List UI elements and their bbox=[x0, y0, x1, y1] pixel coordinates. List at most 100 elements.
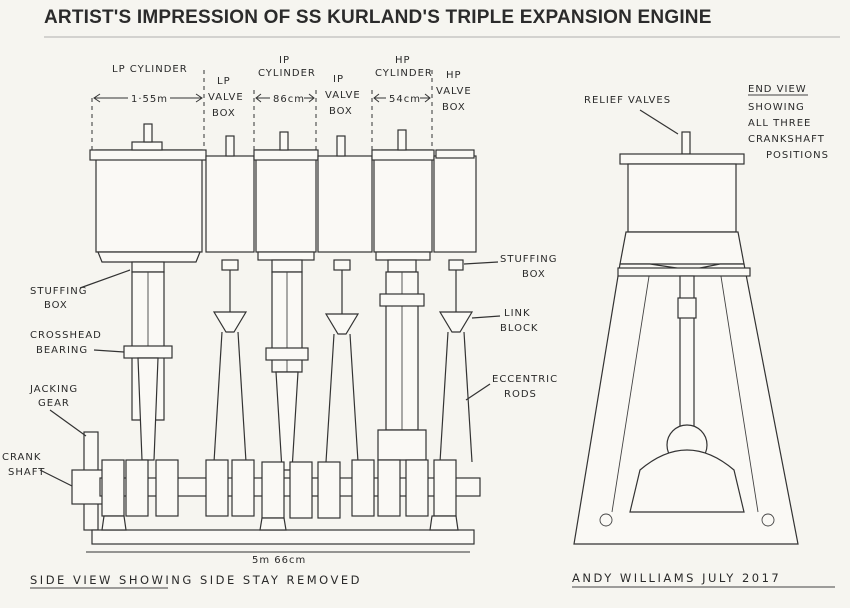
bedplate-foot bbox=[259, 517, 287, 531]
ip-eccentric-rod bbox=[325, 333, 335, 463]
bedplate bbox=[91, 529, 475, 545]
hp-valve-box-label: VALVE bbox=[436, 86, 472, 97]
leader-line bbox=[639, 109, 679, 135]
crank-web bbox=[231, 459, 255, 517]
hp-cylinder-label: CYLINDER bbox=[375, 68, 433, 79]
hp-cylinder-cover bbox=[371, 149, 435, 161]
ip-valve-box bbox=[317, 155, 373, 253]
ip-cylinder-dimension: 86cm bbox=[273, 94, 305, 105]
leader-line bbox=[463, 261, 499, 265]
ip-stuffing-box bbox=[271, 259, 303, 273]
crank-web bbox=[155, 459, 179, 517]
bedplate-foot bbox=[429, 515, 459, 531]
end-crosshead bbox=[677, 297, 697, 319]
crank-web bbox=[317, 461, 341, 519]
end-crank-webs bbox=[629, 449, 745, 513]
end-frame-inner-edge bbox=[611, 269, 759, 513]
crank-web bbox=[261, 461, 285, 519]
dim-arrowhead bbox=[195, 93, 203, 103]
lp-valve-stuffing-box bbox=[221, 259, 239, 271]
side-view: 1·55m 86cm 54cm LP CYLINDER LP VALVE BOX… bbox=[2, 55, 558, 566]
ip-link-block bbox=[324, 313, 360, 335]
lp-stuffing-box bbox=[131, 261, 165, 273]
hp-valve-box-label: HP bbox=[446, 70, 462, 81]
lp-eccentric-rod bbox=[213, 331, 223, 463]
hp-eccentric-rod bbox=[463, 331, 473, 463]
hp-relief-valve bbox=[397, 129, 407, 151]
crank-web bbox=[377, 459, 401, 517]
lp-valve-box-label: VALVE bbox=[208, 92, 244, 103]
end-cylinder bbox=[627, 163, 737, 233]
lp-connecting-rod bbox=[137, 357, 159, 461]
leader-line bbox=[465, 383, 491, 401]
ip-eccentric-rod bbox=[349, 333, 359, 463]
link-block-label: BLOCK bbox=[500, 323, 539, 334]
lp-valve-box-label: BOX bbox=[212, 108, 236, 119]
crank-web bbox=[405, 459, 429, 517]
ip-valve-box-label: BOX bbox=[329, 106, 353, 117]
ip-cylinder-base bbox=[257, 251, 315, 261]
eccentric-rods-label: ECCENTRIC bbox=[492, 374, 558, 385]
crank-web bbox=[101, 459, 125, 517]
hp-crosshead-bearing bbox=[379, 293, 425, 307]
lp-valve-box bbox=[205, 155, 255, 253]
crank-shaft-label: SHAFT bbox=[8, 467, 45, 478]
leader-line bbox=[39, 469, 73, 487]
lp-crosshead-bearing bbox=[123, 345, 173, 359]
stuffing-box-label: STUFFING bbox=[30, 286, 87, 297]
artist-signature: ANDY WILLIAMS JULY 2017 bbox=[572, 571, 781, 585]
leader-line bbox=[49, 409, 87, 437]
overall-length-dimension: 5m 66cm bbox=[252, 555, 306, 566]
ip-relief-valve bbox=[279, 131, 289, 151]
hp-cylinder-dimension: 54cm bbox=[389, 94, 421, 105]
end-bolt-hole bbox=[599, 513, 613, 527]
end-relief-valve bbox=[681, 131, 691, 155]
hp-cylinder-base bbox=[375, 251, 431, 261]
side-view-caption: SIDE VIEW SHOWING SIDE STAY REMOVED bbox=[30, 573, 362, 587]
hp-valve-stuffing-box bbox=[448, 259, 464, 271]
end-frame-crossbar bbox=[617, 267, 751, 277]
stuffing-box-label: BOX bbox=[44, 300, 68, 311]
ip-cylinder-label: CYLINDER bbox=[258, 68, 316, 79]
crank-web bbox=[433, 459, 457, 517]
lp-relief-valve bbox=[143, 123, 153, 143]
leader-line bbox=[93, 349, 125, 353]
end-view-note: SHOWING bbox=[748, 102, 805, 113]
jacking-gear-label: JACKING bbox=[29, 384, 78, 395]
lp-cylinder bbox=[95, 149, 203, 253]
stuffing-box-label: STUFFING bbox=[500, 254, 557, 265]
ip-valve-spindle bbox=[336, 135, 346, 157]
dim-arrowhead bbox=[255, 93, 262, 103]
hp-cylinder bbox=[373, 149, 433, 253]
end-view-note: CRANKSHAFT bbox=[748, 134, 825, 145]
crank-web bbox=[351, 459, 375, 517]
link-block-label: LINK bbox=[504, 308, 531, 319]
crank-shaft-label: CRANK bbox=[2, 452, 41, 463]
stuffing-box-label: BOX bbox=[522, 269, 546, 280]
lp-cylinder-dimension: 1·55m bbox=[131, 94, 168, 105]
hp-valve-box-label: BOX bbox=[442, 102, 466, 113]
ip-valve-stuffing-box bbox=[333, 259, 351, 271]
ip-connecting-rod bbox=[275, 371, 299, 471]
dim-arrowhead bbox=[308, 93, 315, 103]
jacking-gear-label: GEAR bbox=[38, 398, 70, 409]
lp-cylinder-label: LP CYLINDER bbox=[112, 64, 188, 75]
end-view-note: END VIEW bbox=[748, 84, 807, 95]
hp-valve-box-cover bbox=[435, 149, 475, 159]
ip-valve-box-label: VALVE bbox=[325, 90, 361, 101]
end-view-note: ALL THREE bbox=[748, 118, 811, 129]
end-cylinder-cover bbox=[619, 153, 745, 165]
hp-cylinder-label: HP bbox=[395, 55, 411, 66]
ip-cylinder-cover bbox=[253, 149, 319, 161]
page-title: ARTIST'S IMPRESSION OF SS KURLAND'S TRIP… bbox=[44, 7, 712, 28]
leader-line bbox=[79, 269, 131, 289]
crank-web bbox=[205, 459, 229, 517]
ip-cylinder bbox=[255, 149, 317, 253]
crosshead-bearing-label: CROSSHEAD bbox=[30, 330, 102, 341]
ip-valve-box-label: IP bbox=[333, 74, 344, 85]
lp-cylinder-top-plate bbox=[131, 141, 163, 151]
dim-arrowhead bbox=[93, 93, 101, 103]
end-view: RELIEF VALVES END VIEW SHOWING ALL THREE… bbox=[573, 84, 828, 545]
